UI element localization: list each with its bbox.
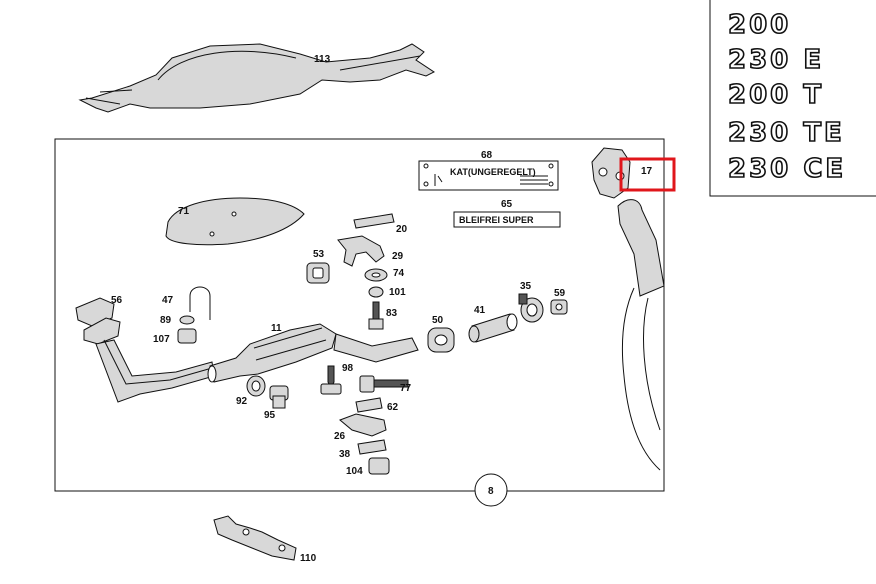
model-badge-200t: 200 T <box>728 80 824 110</box>
part-26-bracket <box>339 413 387 437</box>
part-label-74: 74 <box>393 268 405 279</box>
part-95-plug <box>269 385 289 409</box>
part-101-spring-washer <box>368 286 384 298</box>
part-71-hole <box>231 211 237 217</box>
part-label-104: 104 <box>346 466 363 477</box>
part-label-47: 47 <box>162 295 174 306</box>
part-label-26: 26 <box>334 431 346 442</box>
part-35-clamp <box>518 293 544 323</box>
part-71-shield-plate <box>165 197 305 246</box>
part-label-77: 77 <box>400 383 412 394</box>
part-label-50: 50 <box>432 315 444 326</box>
model-badge-230e: 230 E <box>728 45 824 75</box>
part-11-catalytic-converter <box>207 323 419 383</box>
part-20-bracket <box>353 213 395 229</box>
part-label-11: 11 <box>271 323 282 334</box>
part-41-pipe-sleeve <box>468 313 518 343</box>
part-50-flange-gasket <box>427 327 455 353</box>
part-17-highlight-box <box>619 157 676 192</box>
part-label-83: 83 <box>386 308 398 319</box>
part-label-35: 35 <box>520 281 532 292</box>
part-47-u-bolt <box>189 286 211 320</box>
part-59-nut <box>550 299 568 315</box>
part-98-screw <box>320 365 342 395</box>
part-83-bolt <box>368 301 384 330</box>
part-label-95: 95 <box>264 410 276 421</box>
part-label-41: 41 <box>474 305 486 316</box>
part-74-washer-hole <box>371 272 381 278</box>
model-badge-230te: 230 TE <box>728 118 845 148</box>
part-label-101: 101 <box>389 287 406 298</box>
diagram-frame <box>54 138 665 492</box>
part-38-plate <box>357 439 387 455</box>
sign-68-text: KAT(UNGEREGELT) <box>450 167 536 177</box>
part-label-56: 56 <box>111 295 123 306</box>
part-label-59: 59 <box>554 288 566 299</box>
part-label-38: 38 <box>339 449 351 460</box>
part-113-heat-shield <box>78 43 435 113</box>
sign-65-text: BLEIFREI SUPER <box>459 215 534 225</box>
model-badge-panel: 200 230 E 200 T 230 TE 230 CE <box>709 0 876 197</box>
page-number-circle <box>474 473 508 507</box>
part-89-washer <box>179 315 195 325</box>
part-92-ring-hole <box>251 380 261 392</box>
part-107-nut <box>177 328 197 344</box>
part-label-113: 113 <box>314 54 331 65</box>
part-label-17: 17 <box>641 166 653 177</box>
part-label-92: 92 <box>236 396 248 407</box>
page-number: 8 <box>488 486 494 497</box>
part-label-65: 65 <box>501 199 513 210</box>
part-label-71: 71 <box>178 206 190 217</box>
part-label-107: 107 <box>153 334 170 345</box>
part-77-bolt <box>359 375 409 393</box>
part-53-hole <box>312 267 324 279</box>
part-label-29: 29 <box>392 251 404 262</box>
part-label-110: 110 <box>300 553 317 564</box>
part-29-hanger <box>337 235 385 267</box>
part-62-clamp-plate <box>355 397 383 413</box>
part-71-hole <box>209 231 215 237</box>
model-badge-200: 200 <box>728 10 791 40</box>
part-110-bracket <box>213 515 297 561</box>
part-68-sign: KAT(UNGEREGELT) <box>418 160 559 191</box>
model-badge-230ce: 230 CE <box>728 154 846 184</box>
part-label-98: 98 <box>342 363 354 374</box>
part-label-53: 53 <box>313 249 325 260</box>
part-label-68: 68 <box>481 150 493 161</box>
part-65-sign <box>453 211 561 228</box>
part-104-nut <box>368 457 390 475</box>
part-label-89: 89 <box>160 315 172 326</box>
part-label-20: 20 <box>396 224 408 235</box>
part-label-62: 62 <box>387 402 399 413</box>
